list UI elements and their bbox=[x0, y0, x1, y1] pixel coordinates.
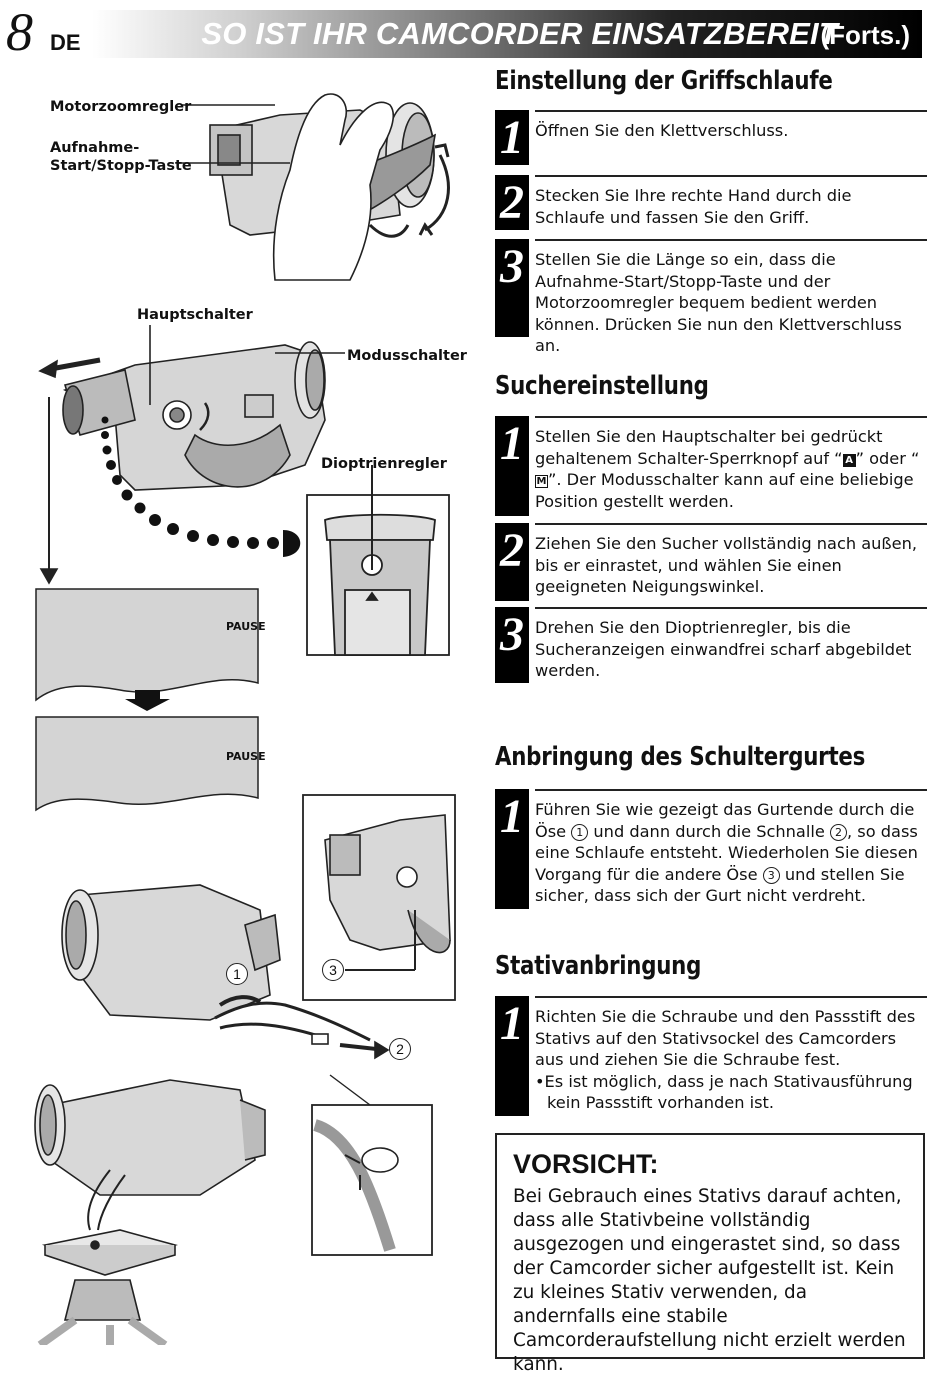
section-title-griffschlaufe: Einstellung der Griffschlaufe bbox=[495, 66, 833, 96]
auto-mode-icon: A bbox=[842, 453, 856, 467]
caution-title: VORSICHT: bbox=[513, 1149, 659, 1179]
caution-box: VORSICHT: Bei Gebrauch eines Stativs dar… bbox=[495, 1133, 925, 1375]
pause-indicator-1: PAUSE bbox=[226, 620, 266, 633]
step-divider bbox=[535, 523, 927, 525]
step-divider bbox=[535, 996, 927, 998]
page-title: SO IST IHR CAMCORDER EINSATZBEREIT bbox=[201, 16, 838, 51]
step-number: 3 bbox=[495, 239, 529, 337]
label-motorzoomregler: Motorzoomregler bbox=[50, 99, 192, 115]
step-number: 1 bbox=[495, 789, 529, 909]
step-text: Stecken Sie Ihre rechte Hand durch die S… bbox=[535, 186, 852, 227]
viewfinder-display-panels bbox=[35, 588, 259, 812]
step-number: 1 bbox=[495, 416, 529, 516]
step-text: Richten Sie die Schraube und den Passsti… bbox=[535, 1006, 923, 1114]
label-modusschalter: Modusschalter bbox=[347, 348, 467, 364]
step-divider bbox=[535, 607, 927, 609]
eyelet-3-marker: 3 bbox=[762, 866, 780, 884]
tripod-illustration bbox=[34, 1074, 433, 1345]
step-number: 1 bbox=[495, 996, 529, 1116]
section-title-suchereinstellung: Suchereinstellung bbox=[495, 371, 709, 401]
step-text: Stellen Sie die Länge so ein, dass die A… bbox=[535, 250, 902, 356]
sucher-step-2: 2 Ziehen Sie den Sucher vollständig nach… bbox=[495, 523, 927, 601]
title-banner bbox=[92, 10, 922, 58]
step-divider bbox=[535, 175, 927, 177]
page-title-suffix: (Forts.) bbox=[820, 20, 910, 50]
sucher-step-1: 1 Stellen Sie den Hauptschalter bei gedr… bbox=[495, 416, 927, 516]
step-text: Führen Sie wie gezeigt das Gurtende durc… bbox=[535, 800, 918, 906]
shoulder-strap-illustration bbox=[61, 794, 456, 1060]
label-aufnahme-2: Start/Stopp-Taste bbox=[50, 158, 192, 174]
step-number: 2 bbox=[495, 175, 529, 230]
marker-3: 3 bbox=[322, 959, 344, 981]
buckle-2-marker: 2 bbox=[829, 823, 847, 841]
viewfinder-illustration bbox=[38, 325, 450, 656]
label-dioptrienregler: Dioptrienregler bbox=[321, 456, 447, 472]
pause-indicator-2: PAUSE bbox=[226, 750, 266, 763]
manual-mode-icon: M bbox=[535, 475, 548, 489]
language-code: DE bbox=[50, 30, 81, 55]
step-number: 1 bbox=[495, 110, 529, 165]
step-text: Öffnen Sie den Klettverschluss. bbox=[535, 121, 789, 140]
griff-step-1: 1 Öffnen Sie den Klettverschluss. bbox=[495, 110, 927, 165]
page-number: 8 bbox=[6, 2, 33, 62]
caution-text: Bei Gebrauch eines Stativs darauf achten… bbox=[513, 1186, 906, 1375]
step-number: 2 bbox=[495, 523, 529, 601]
step-divider bbox=[535, 789, 927, 791]
grip-strap-illustration bbox=[178, 93, 450, 281]
step-divider bbox=[535, 416, 927, 418]
step-note: •Es ist möglich, dass je nach Stativausf… bbox=[535, 1071, 913, 1113]
step-number: 3 bbox=[495, 607, 529, 683]
step-divider bbox=[535, 239, 927, 241]
step-divider bbox=[535, 110, 927, 112]
section-title-stativ: Stativanbringung bbox=[495, 951, 702, 981]
page-header: 8 DE SO IST IHR CAMCORDER EINSATZBEREIT … bbox=[0, 0, 950, 62]
step-text: Drehen Sie den Dioptrienregler, bis die … bbox=[535, 618, 912, 681]
marker-2: 2 bbox=[389, 1038, 411, 1060]
griff-step-3: 3 Stellen Sie die Länge so ein, dass die… bbox=[495, 239, 927, 355]
schulter-step-1: 1 Führen Sie wie gezeigt das Gurtende du… bbox=[495, 789, 927, 909]
label-aufnahme-1: Aufnahme- bbox=[50, 140, 140, 156]
marker-1: 1 bbox=[226, 963, 248, 985]
griff-step-2: 2 Stecken Sie Ihre rechte Hand durch die… bbox=[495, 175, 927, 230]
label-hauptschalter: Hauptschalter bbox=[137, 307, 253, 323]
step-text: Stellen Sie den Hauptschalter bei gedrüc… bbox=[535, 427, 920, 511]
eyelet-1-marker: 1 bbox=[571, 823, 589, 841]
section-title-schultergurt: Anbringung des Schultergurtes bbox=[495, 742, 866, 772]
sucher-step-3: 3 Drehen Sie den Dioptrienregler, bis di… bbox=[495, 607, 927, 683]
stativ-step-1: 1 Richten Sie die Schraube und den Passs… bbox=[495, 996, 927, 1116]
step-text: Ziehen Sie den Sucher vollständig nach a… bbox=[535, 534, 917, 597]
